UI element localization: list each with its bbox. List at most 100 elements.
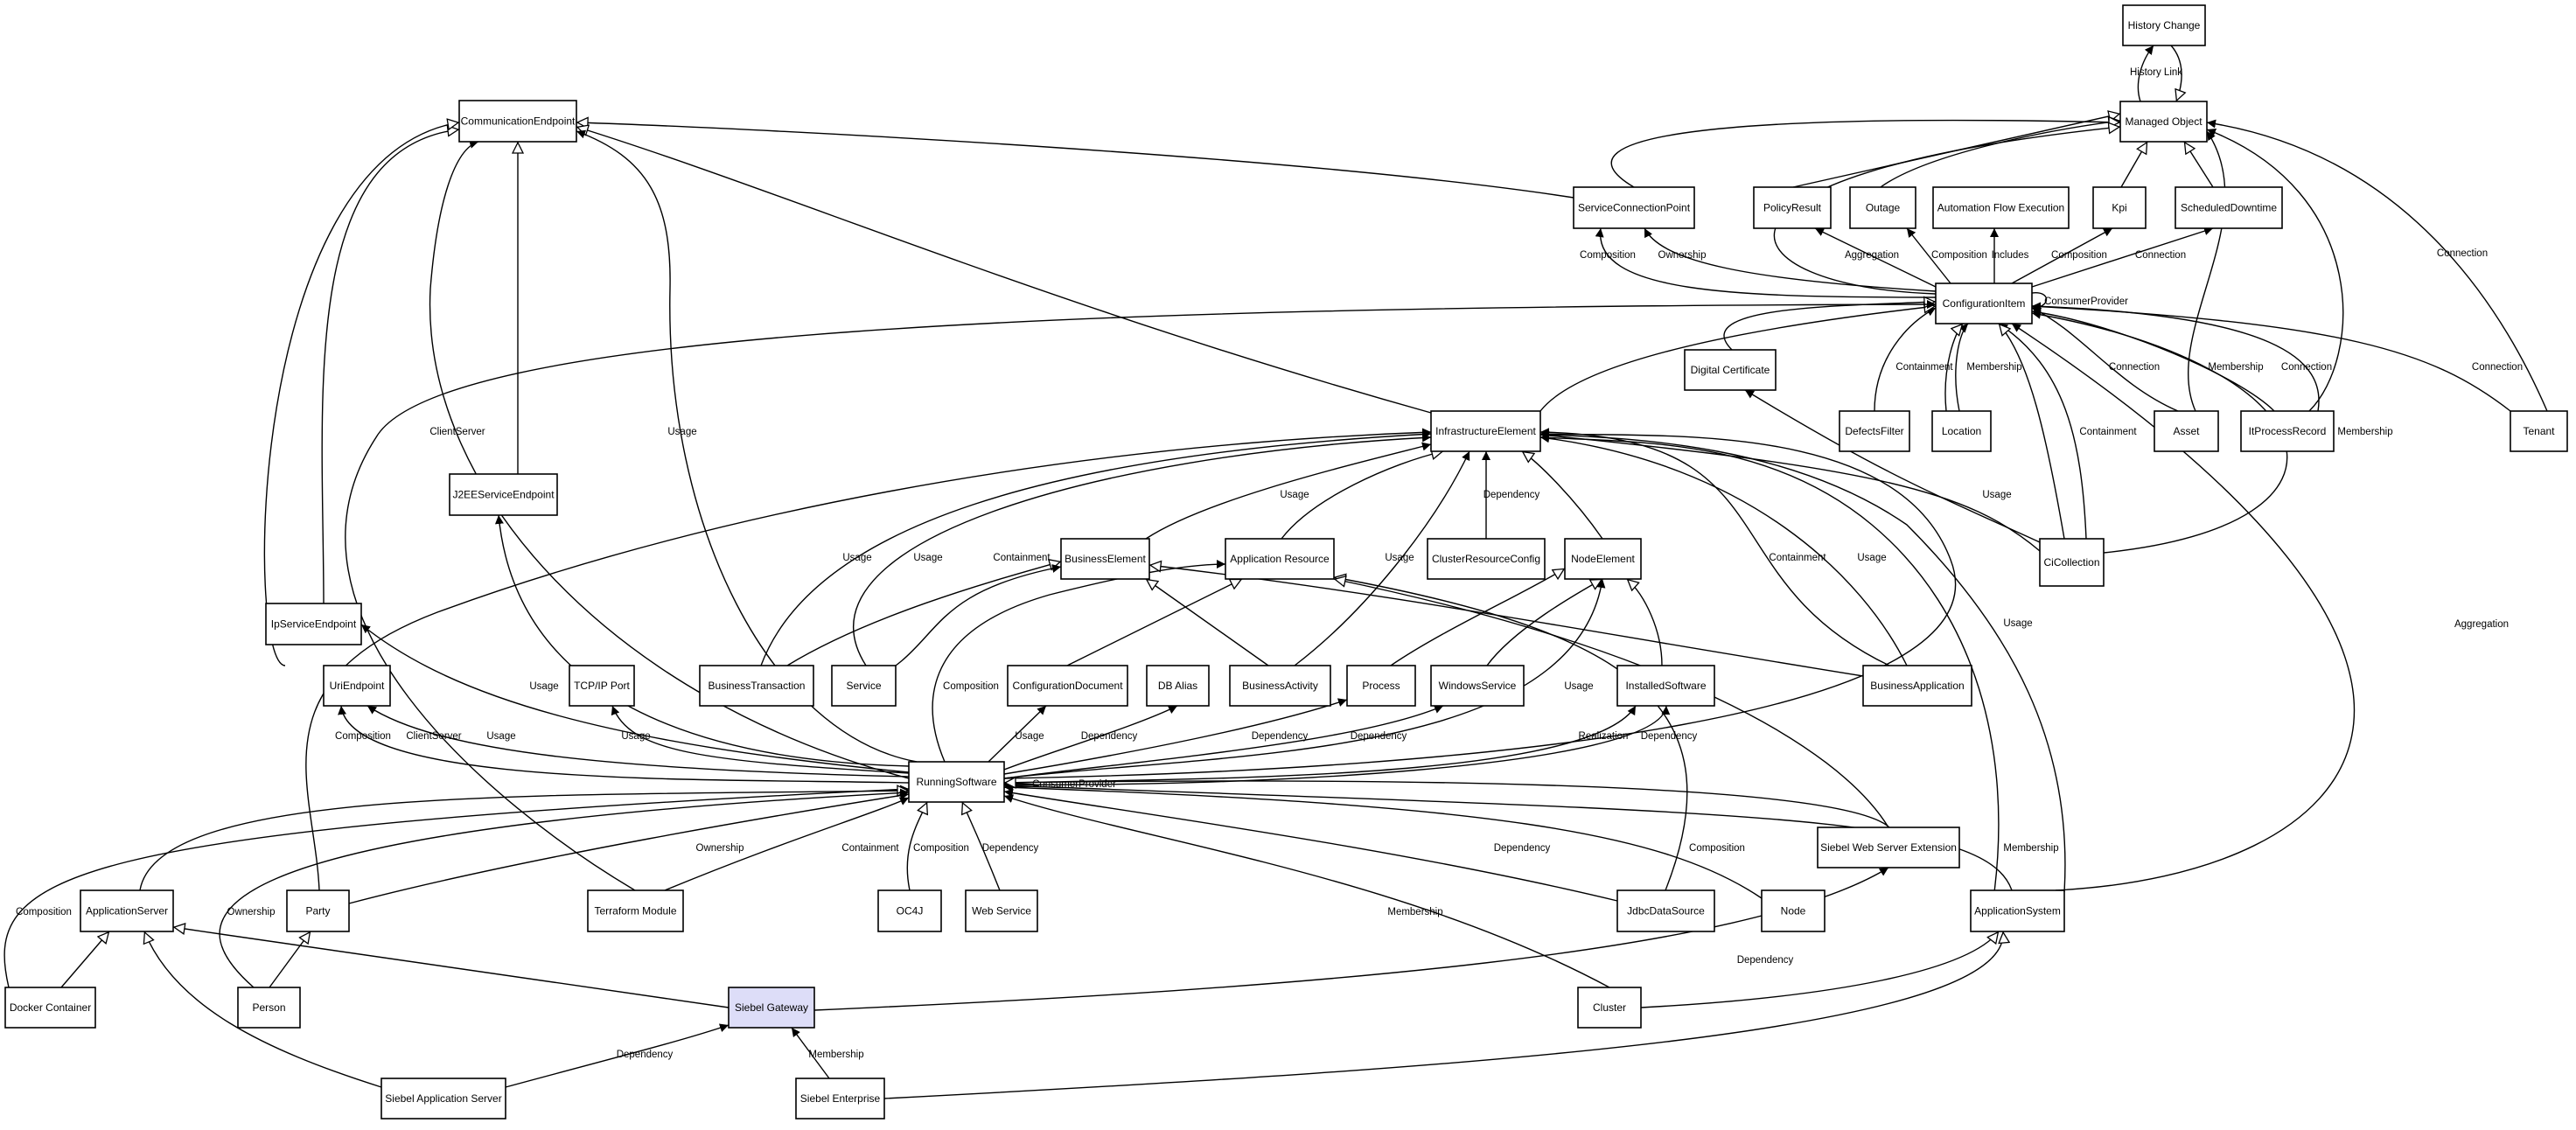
edge-uri-endpoint-to-communication-endpoint [263,122,459,666]
edge-label: Dependency [1351,731,1407,742]
node-box [1007,665,1128,707]
node-ip-service-endpoint[interactable]: IpServiceEndpoint [265,603,362,645]
node-box [1229,665,1331,707]
node-cluster-resource-config[interactable]: ClusterResourceConfig [1427,538,1546,580]
node-it-process-record[interactable]: ItProcessRecord [2240,410,2335,452]
node-box [908,761,1005,803]
edge-siebel-application-server-to-siebel-gateway [505,1023,730,1088]
node-siebel-enterprise[interactable]: Siebel Enterprise [795,1078,885,1120]
node-location[interactable]: Location [1931,410,1992,452]
node-box [2240,410,2335,452]
node-digital-certificate[interactable]: Digital Certificate [1684,349,1777,391]
node-business-transaction[interactable]: BusinessTransaction [699,665,814,707]
node-tenant[interactable]: Tenant [2510,410,2568,452]
edge-digital-certificate-to-configuration-item [1723,302,1936,351]
node-process[interactable]: Process [1346,665,1416,707]
node-business-activity[interactable]: BusinessActivity [1229,665,1331,707]
node-outage[interactable]: Outage [1849,186,1916,229]
edge-label: Membership [2208,362,2263,373]
node-jdbc-data-source[interactable]: JdbcDataSource [1616,889,1715,932]
node-windows-service[interactable]: WindowsService [1430,665,1525,707]
node-defects-filter[interactable]: DefectsFilter [1839,410,1910,452]
node-docker-container[interactable]: Docker Container [4,987,96,1029]
node-tcpip-port[interactable]: TCP/IP Port [569,665,635,707]
node-box [728,987,815,1029]
edges-layer [3,45,2548,1099]
node-box [965,889,1038,932]
node-box [2154,410,2219,452]
node-cluster[interactable]: Cluster [1577,987,1642,1029]
edge-service-to-infrastructure-element [853,433,1432,666]
node-automation-flow-execution[interactable]: Automation Flow Execution [1932,186,2070,229]
node-db-alias[interactable]: DB Alias [1146,665,1210,707]
edge-label: Aggregation [1845,250,1899,261]
edge-label: Usage [486,731,515,742]
node-label: NodeElement [1571,553,1635,565]
node-label: ConfigurationDocument [1012,680,1123,692]
node-siebel-web-server-extension[interactable]: Siebel Web Server Extension [1817,827,1960,868]
node-scheduled-downtime[interactable]: ScheduledDowntime [2175,186,2283,229]
edge-label: Containment [993,553,1051,563]
node-service-connection-point[interactable]: ServiceConnectionPoint [1573,186,1695,229]
node-label: Kpi [2112,202,2126,214]
node-configuration-document[interactable]: ConfigurationDocument [1007,665,1128,707]
node-label: TCP/IP Port [574,680,630,692]
node-siebel-application-server[interactable]: Siebel Application Server [380,1078,506,1120]
node-business-element[interactable]: BusinessElement [1060,538,1150,580]
node-node-element[interactable]: NodeElement [1564,538,1642,580]
node-label: BusinessElement [1065,553,1146,565]
node-box [1577,987,1642,1029]
node-managed-object[interactable]: Managed Object [2119,101,2208,143]
node-history-change[interactable]: History Change [2122,4,2206,46]
edge-managed-object-to-history-change [2137,45,2154,102]
node-ci-collection[interactable]: CiCollection [2039,538,2105,587]
node-j2ee-service-endpoint[interactable]: J2EEServiceEndpoint [449,473,558,516]
edge-ci-collection-to-configuration-item [1998,323,2065,540]
node-asset[interactable]: Asset [2154,410,2219,452]
edge-ci-collection-to-digital-certificate [1744,389,2041,543]
node-oc4j[interactable]: OC4J [877,889,942,932]
node-policy-result[interactable]: PolicyResult [1753,186,1832,229]
node-configuration-item[interactable]: ConfigurationItem [1935,282,2033,324]
edge-label: Dependency [1483,490,1540,500]
node-installed-software[interactable]: InstalledSoftware [1616,665,1715,707]
node-party[interactable]: Party [286,889,350,932]
node-box [2119,101,2208,143]
edge-installed-software-to-node-element [1626,578,1663,666]
edge-running-software-to-application-resource [932,560,1226,763]
node-kpi[interactable]: Kpi [2092,186,2147,229]
node-node[interactable]: Node [1761,889,1826,932]
node-label: BusinessActivity [1242,680,1318,692]
node-communication-endpoint[interactable]: CommunicationEndpoint [458,100,577,143]
node-application-system[interactable]: ApplicationSystem [1970,889,2065,932]
edge-application-resource-to-infrastructure-element [1281,451,1443,540]
node-label: UriEndpoint [330,680,385,692]
edge-running-software-to-j2ee-service-endpoint [494,514,910,767]
node-uri-endpoint[interactable]: UriEndpoint [323,665,391,707]
node-box [265,603,362,645]
node-running-software[interactable]: RunningSoftware [908,761,1005,803]
edge-application-system-to-running-software [1003,781,2013,891]
edge-siebel-enterprise-to-siebel-gateway [791,1027,830,1079]
node-label: Automation Flow Execution [1937,202,2064,214]
edge-asset-to-managed-object [2187,130,2226,412]
node-infrastructure-element[interactable]: InfrastructureElement [1430,410,1541,452]
edge-ip-service-endpoint-to-communication-endpoint [321,129,459,604]
edge-service-connection-point-to-managed-object [1610,121,2120,188]
node-label: Digital Certificate [1691,364,1770,376]
node-application-resource[interactable]: Application Resource [1225,538,1335,580]
node-terraform-module[interactable]: Terraform Module [587,889,684,932]
edge-label: Composition [1689,843,1745,854]
node-person[interactable]: Person [237,987,301,1029]
node-web-service[interactable]: Web Service [965,889,1038,932]
node-box [323,665,391,707]
node-label: Cluster [1593,1001,1626,1014]
node-siebel-gateway[interactable]: Siebel Gateway [728,987,815,1029]
node-service[interactable]: Service [831,665,897,707]
edge-label: Membership [2003,843,2058,854]
node-label: Siebel Application Server [385,1092,501,1105]
node-application-server[interactable]: ApplicationServer [80,889,174,932]
node-business-application[interactable]: BusinessApplication [1862,665,1972,707]
node-label: Asset [2173,425,2200,437]
edge-location-to-configuration-item [1955,323,1969,412]
